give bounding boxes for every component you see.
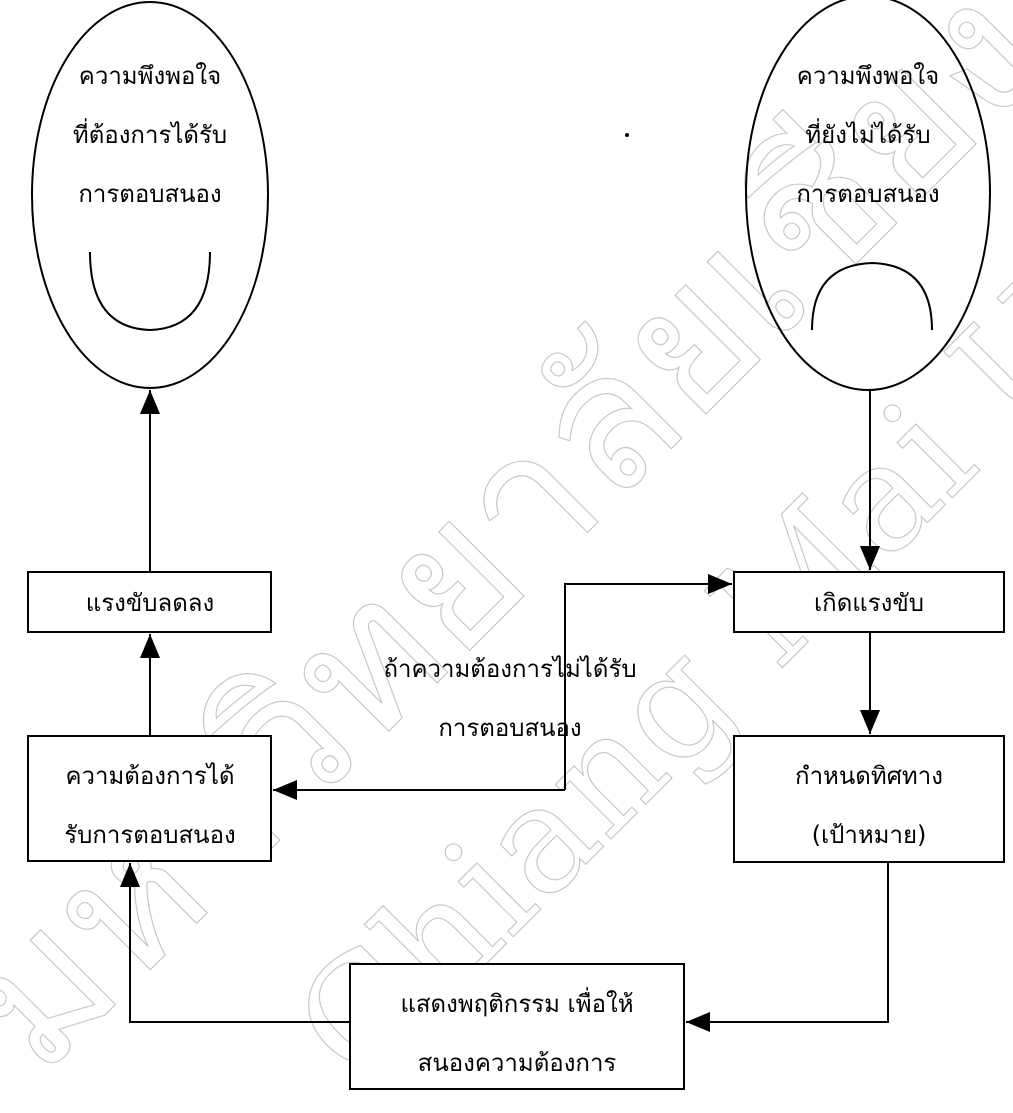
box-drive-decrease-label: แรงขับลดลง (86, 589, 214, 617)
box-set-direction-line2: (เป้าหมาย) (812, 821, 927, 849)
frown-icon (811, 261, 933, 331)
loop-label-line1: ถ้าความต้องการไม่ได้รับ (383, 655, 636, 683)
arrow-set-direction-to-behavior (686, 862, 889, 1032)
box-set-direction-line1: กำหนดทิศทาง (795, 762, 943, 790)
box-behavior-line1: แสดงพฤติกรรม เพื่อให้ (400, 987, 633, 1018)
left-oval-line3: การตอบสนอง (78, 180, 221, 208)
box-drive-decrease: แรงขับลดลง (27, 571, 272, 633)
arrow-unmet-loop-to-drive-arises (564, 574, 732, 790)
box-drive-arises-label: เกิดแรงขับ (814, 589, 924, 617)
right-oval-line1: ความพึงพอใจ (797, 62, 939, 90)
right-oval-satisfaction-unmet: ความพึงพอใจ ที่ยังไม่ได้รับ การตอบสนอง (745, 0, 991, 391)
box-need-met-line1: ความต้องการได้ (65, 762, 234, 790)
left-oval-line1: ความพึงพอใจ (79, 62, 221, 90)
box-drive-arises: เกิดแรงขับ (733, 571, 1005, 633)
box-set-direction: กำหนดทิศทาง (เป้าหมาย) (733, 735, 1005, 863)
box-behavior-line2: สนองความต้องการ (418, 1049, 617, 1077)
left-oval-satisfaction-met: ความพึงพอใจ ที่ต้องการได้รับ การตอบสนอง (31, 1, 269, 389)
stray-dot (625, 133, 629, 137)
loop-label-line2: การตอบสนอง (438, 714, 581, 742)
box-need-met-line2: รับการตอบสนอง (64, 821, 235, 849)
right-oval-line3: การตอบสนอง (796, 180, 939, 208)
left-oval-line2: ที่ต้องการได้รับ (73, 118, 227, 149)
box-behavior: แสดงพฤติกรรม เพื่อให้ สนองความต้องการ (349, 963, 685, 1090)
right-oval-line2: ที่ยังไม่ได้รับ (805, 118, 930, 149)
smile-icon (89, 251, 211, 332)
box-need-met: ความต้องการได้ รับการตอบสนอง (27, 735, 272, 862)
arrow-behavior-to-need-met (120, 863, 350, 1023)
